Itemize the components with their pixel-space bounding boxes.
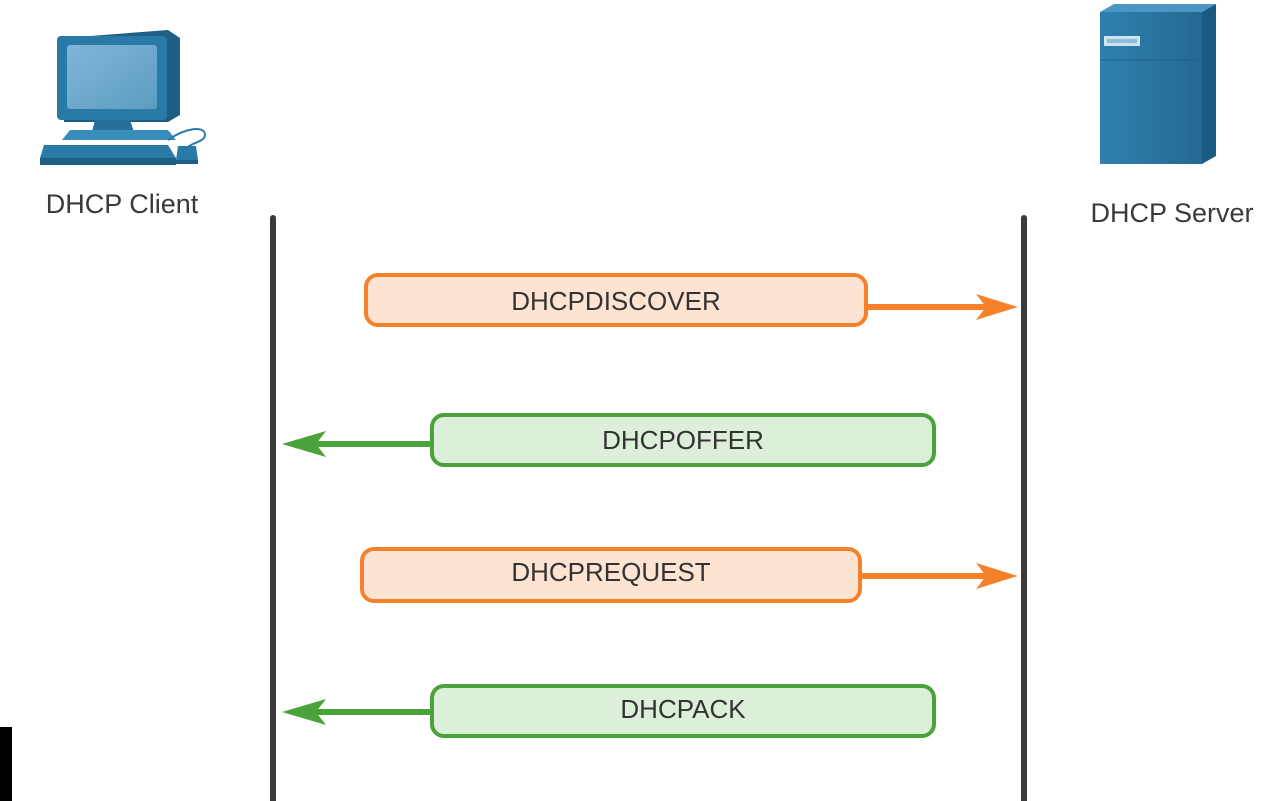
server-tower-icon: [1100, 4, 1216, 164]
message-dhcpack: DHCPACK: [282, 684, 936, 738]
client-label: DHCP Client: [46, 189, 199, 219]
server-label: DHCP Server: [1090, 198, 1253, 228]
message-label-dhcpack: DHCPACK: [620, 694, 746, 724]
desktop-computer-icon: [40, 30, 207, 165]
message-label-dhcpdiscover: DHCPDISCOVER: [511, 286, 720, 316]
message-dhcpoffer: DHCPOFFER: [282, 413, 936, 467]
corner-block: [0, 727, 12, 801]
message-dhcpdiscover: DHCPDISCOVER: [364, 273, 1018, 327]
message-dhcprequest: DHCPREQUEST: [360, 547, 1018, 603]
message-label-dhcprequest: DHCPREQUEST: [511, 557, 710, 587]
message-label-dhcpoffer: DHCPOFFER: [602, 425, 764, 455]
